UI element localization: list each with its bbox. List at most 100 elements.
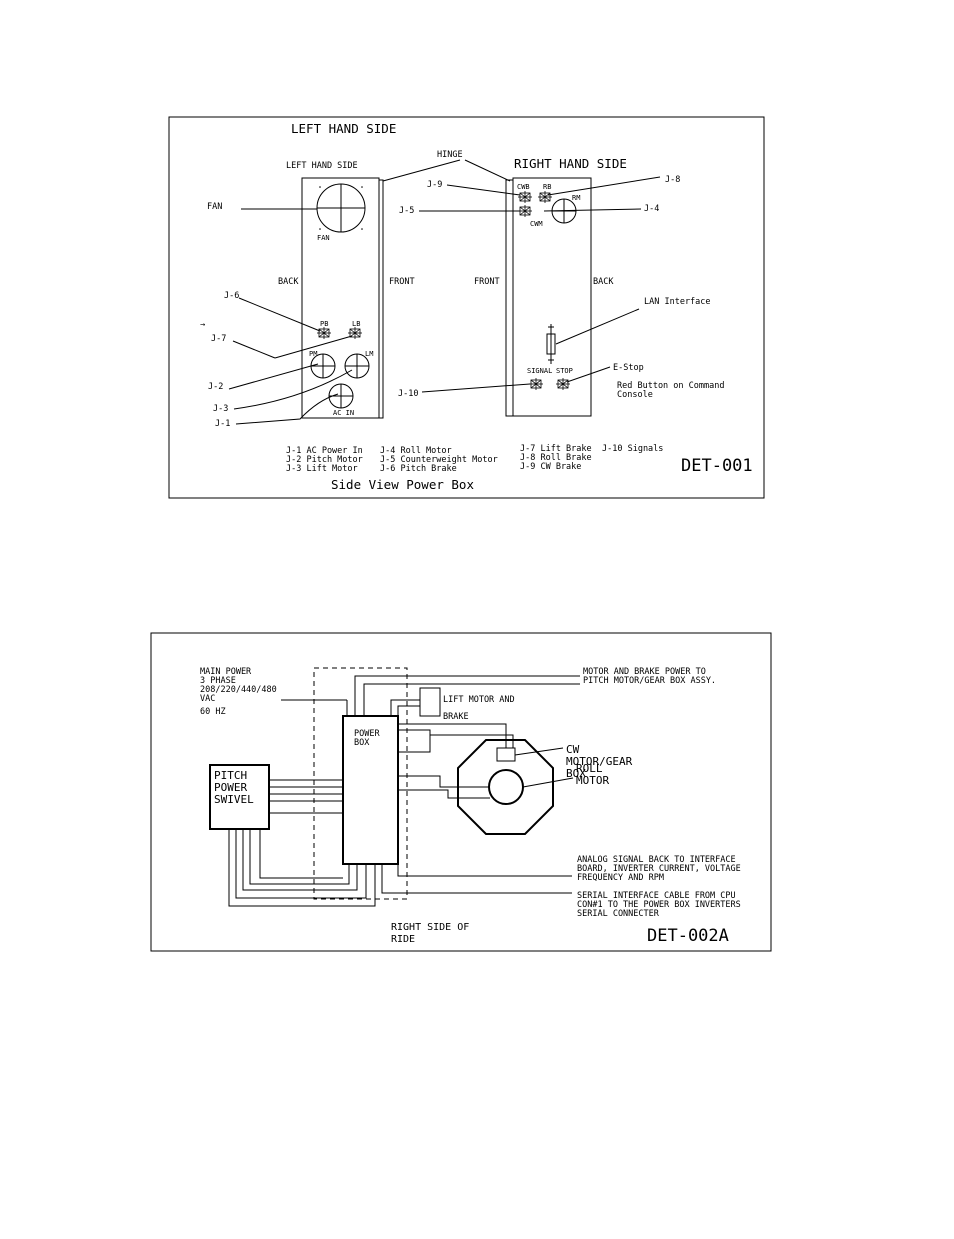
j2-label: J-2	[208, 382, 223, 392]
legend-item: J-10 Signals	[602, 444, 663, 454]
back-left-label: BACK	[278, 277, 299, 287]
j10-leader	[421, 383, 531, 393]
lift-motor-line-2: BRAKE	[443, 712, 469, 722]
swivel-label-3: SWIVEL	[214, 793, 254, 806]
analog-line-1: ANALOG SIGNAL BACK TO INTERFACE	[577, 855, 736, 865]
swivel-label-2: POWER	[214, 781, 247, 794]
det-001-drawing-id: DET-001	[681, 456, 753, 476]
lift-wire-1	[390, 699, 420, 716]
cw-wire-3	[398, 730, 431, 753]
tag-rm: RM	[572, 194, 580, 202]
serial-line-1: SERIAL INTERFACE CABLE FROM CPU	[577, 891, 736, 901]
right-side-line-1: RIGHT SIDE OF	[391, 922, 469, 933]
main-power-line-4: VAC	[200, 694, 215, 704]
tag-lb: LB	[352, 320, 360, 328]
serial-line-3: SERIAL CONNECTER	[577, 909, 660, 919]
loop-wire-2	[235, 829, 367, 899]
hinge-leader-left	[382, 159, 461, 182]
fan-label: FAN	[207, 202, 222, 212]
j6-leader	[238, 297, 321, 332]
det-002a-diagram: MAIN POWER 3 PHASE 208/220/440/480 VAC 6…	[150, 632, 772, 952]
right-hinge-strip	[505, 179, 514, 417]
hinge-leader-right	[464, 159, 511, 182]
arrow-mark: →	[200, 320, 205, 330]
j9-connector-icon	[517, 190, 533, 204]
j7-leader-b	[274, 335, 353, 359]
roll-wire-1	[398, 775, 489, 788]
j7-connector-icon	[347, 326, 363, 340]
serial-line-2: CON#1 TO THE POWER BOX INVERTERS	[577, 900, 741, 910]
legend-item: J-4 Roll Motor	[380, 446, 452, 456]
j5-connector-icon	[517, 204, 533, 218]
j1-leader	[235, 393, 339, 425]
j3-label: J-3	[213, 404, 228, 414]
estop-label: E-Stop	[613, 363, 644, 373]
right-side-line-2: RIDE	[391, 934, 415, 945]
j7-label: J-7	[211, 334, 226, 344]
j8-leader	[547, 176, 661, 196]
estop-connector-icon	[555, 377, 571, 391]
right-side-panel	[512, 177, 592, 417]
lan-interface-connector-icon	[546, 324, 556, 364]
power-box-label-1: POWER	[354, 729, 380, 739]
analog-line-3: FREQUENCY AND RPM	[577, 873, 664, 883]
legend-item: J-6 Pitch Brake	[380, 464, 457, 474]
lift-wire-2	[397, 705, 420, 716]
left-panel-title: LEFT HAND SIDE	[286, 161, 358, 171]
roll-wire-2	[398, 789, 490, 799]
j7-leader-a	[232, 340, 276, 359]
j2-leader	[228, 363, 319, 390]
det-001-frame	[168, 116, 765, 499]
j4-label: J-4	[644, 204, 659, 214]
roll-label-2: MOTOR	[576, 774, 609, 787]
fan-icon	[316, 183, 366, 233]
j3-leader	[233, 369, 353, 410]
j5-label: J-5	[399, 206, 414, 216]
legend-item: J-8 Roll Brake	[520, 453, 592, 463]
tag-rb: RB	[543, 183, 551, 191]
tag-cwm: CWM	[530, 220, 543, 228]
cw-motor-gear-box	[496, 747, 516, 762]
motor-brake-wire-1	[354, 675, 580, 716]
tag-lm: LM	[365, 350, 373, 358]
tag-pb: PB	[320, 320, 328, 328]
loop-wire-4	[249, 829, 350, 885]
cw-label-1: CW	[566, 743, 580, 756]
connector-legend: J-1 AC Power In J-2 Pitch Motor J-3 Lift…	[286, 444, 663, 474]
swivel-label-1: PITCH	[214, 769, 247, 782]
tag-pm: PM	[309, 350, 317, 358]
legend-item: J-2 Pitch Motor	[286, 455, 363, 465]
det-001-top-title: LEFT HAND SIDE	[291, 121, 396, 136]
j10-label: J-10	[398, 389, 418, 399]
det-002a-drawing-id: DET-002A	[647, 926, 729, 946]
pitch-power-swivel-box	[209, 764, 270, 830]
det-001-caption: Side View Power Box	[331, 477, 474, 492]
cw-label-2: MOTOR/GEAR	[566, 755, 633, 768]
power-box-label-2: BOX	[354, 738, 370, 748]
j8-connector-icon	[537, 190, 553, 204]
j10-connector-icon	[528, 377, 544, 391]
j4-leader	[543, 208, 642, 212]
legend-item: J-5 Counterweight Motor	[380, 455, 498, 465]
red-button-line-2: Console	[617, 390, 653, 400]
hinge-label: HINGE	[437, 150, 463, 160]
j6-label: J-6	[224, 291, 239, 301]
legend-item: J-9 CW Brake	[520, 462, 581, 472]
tag-acin: AC IN	[333, 409, 354, 417]
analog-line-2: BOARD, INVERTER CURRENT, VOLTAGE	[577, 864, 741, 874]
tag-stop: STOP	[556, 367, 573, 375]
loop-wire-5	[259, 829, 343, 879]
roll-motor-circle	[488, 769, 524, 805]
lan-interface-label: LAN Interface	[644, 297, 711, 307]
main-power-line-1: MAIN POWER	[200, 667, 252, 677]
legend-item: J-7 Lift Brake	[520, 444, 592, 454]
j9-leader	[446, 184, 521, 196]
cw-wire-1	[398, 723, 507, 748]
main-power-line-3: 208/220/440/480	[200, 685, 277, 695]
red-button-line-1: Red Button on Command	[617, 381, 724, 391]
main-power-line-2: 3 PHASE	[200, 676, 236, 686]
pitch-gear-box-octagon	[457, 739, 554, 835]
loop-wire-3	[242, 829, 358, 891]
